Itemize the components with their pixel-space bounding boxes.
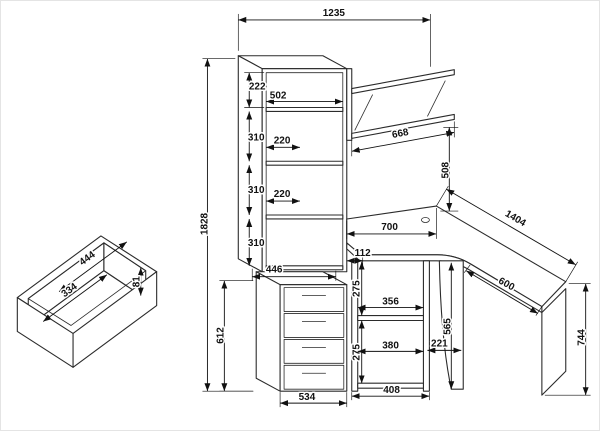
pedestal-side-face — [255, 271, 281, 392]
dim-label-pedestal-height: 612 — [215, 327, 226, 344]
dim-support-width: 221 — [427, 337, 462, 354]
dim-niche-span: 408 — [351, 384, 430, 401]
niche-bottom-board — [357, 382, 424, 389]
wall-shelf-brace-left — [354, 94, 374, 131]
niche-shelf-board — [357, 314, 424, 322]
dim-label-wall-shelf-length: 668 — [391, 127, 410, 141]
dim-shelf-width: 502 — [266, 89, 343, 105]
dim-pedestal-width: 534 — [279, 391, 348, 408]
dim-label-shelf-depth-2: 220 — [274, 189, 291, 200]
wall-shelf-connector-panel — [346, 68, 353, 141]
dim-shelf-to-desk: 508 — [439, 127, 459, 212]
dim-label-pedestal-top-depth: 446 — [266, 265, 283, 276]
shelf-board-3 — [265, 214, 344, 220]
drawer-box-front-right-face — [72, 271, 158, 368]
dim-drawer-depth: 81 — [130, 267, 144, 296]
dim-label-niche-top-width: 356 — [382, 297, 399, 308]
dim-label-niche-bottom-height: 275 — [352, 344, 363, 361]
niche-left-panel — [351, 260, 359, 392]
dim-label-desk-offset: 112 — [355, 248, 372, 259]
dim-label-pedestal-width: 534 — [299, 392, 316, 403]
dim-pedestal-height: 612 — [214, 280, 254, 392]
dim-label-desk-total-length: 1404 — [503, 208, 528, 229]
dim-label-overall-height: 1828 — [199, 212, 210, 235]
dim-overall-width: 1235 — [237, 6, 431, 67]
dim-label-shelf-depth-1: 220 — [274, 135, 291, 146]
drawer-front-1 — [283, 287, 345, 312]
dim-label-niche-span: 408 — [383, 385, 400, 396]
shelf-board-bottom — [265, 265, 344, 271]
dim-label-support-width: 221 — [431, 338, 448, 349]
dim-shelf-gap-2: 310 — [246, 165, 266, 216]
dim-pedestal-top-depth: 446 — [251, 263, 337, 281]
shelf-board-1 — [265, 106, 344, 113]
drawer-front-4 — [283, 364, 345, 390]
dim-label-drawer-depth: 81 — [132, 276, 143, 288]
dim-desk-height: 744 — [544, 283, 591, 396]
dim-label-shelf-gap-3: 310 — [248, 238, 265, 249]
open-shelf-unit — [351, 260, 430, 392]
wall-shelf-upper-board — [351, 69, 455, 95]
shelf-board-2 — [265, 160, 344, 166]
dim-shelf-gap-3: 310 — [246, 218, 266, 266]
dim-top-gap: 222 — [244, 72, 267, 108]
dim-label-niche-top-height: 275 — [352, 280, 363, 297]
dim-desk-left-span: 700 — [346, 208, 437, 239]
dim-niche-bottom-width: 380 — [357, 339, 424, 355]
dim-niche-top-width: 356 — [357, 295, 424, 311]
drawer-front-2 — [283, 313, 345, 338]
drawer-front-3 — [283, 339, 345, 364]
dim-label-desk-left-span: 700 — [381, 222, 398, 233]
dim-label-overall-width: 1235 — [323, 8, 346, 19]
dim-shelf-gap-1: 310 — [246, 111, 266, 162]
dim-shelf-depth-1: 220 — [266, 134, 300, 151]
cable-grommet — [421, 217, 430, 223]
dim-overall-height: 1828 — [198, 58, 254, 392]
dimensions: 1235 1828 612 222 502 310 — [42, 6, 591, 408]
dim-label-shelf-gap-2: 310 — [248, 185, 265, 196]
drawer-pedestal — [255, 271, 348, 392]
dim-label-shelf-gap-1: 310 — [248, 132, 265, 143]
desk — [346, 205, 567, 396]
dim-label-top-gap: 222 — [249, 82, 266, 93]
desk-right-side-panel — [541, 288, 567, 396]
dim-support-height: 565 — [441, 262, 455, 390]
wall-shelf-brace-right — [427, 80, 446, 117]
dim-wall-shelf-length: 668 — [351, 121, 455, 157]
dim-shelf-depth-2: 220 — [266, 188, 300, 205]
pedestal-front-face — [279, 284, 348, 392]
dim-label-desk-height: 744 — [577, 329, 588, 346]
dim-label-shelf-width: 502 — [270, 91, 287, 102]
dim-label-shelf-to-desk: 508 — [440, 161, 451, 178]
niche-right-panel — [422, 260, 430, 392]
dim-label-niche-bottom-width: 380 — [382, 340, 399, 351]
dim-label-support-height: 565 — [442, 318, 453, 335]
